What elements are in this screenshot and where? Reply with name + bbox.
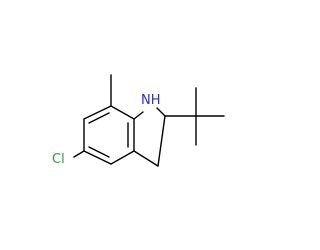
- bond-c7-c7a: [110, 105, 135, 120]
- nitrogen-label: NH: [141, 93, 161, 108]
- bond-c6-c7-inner: [88, 112, 110, 124]
- bond-c6-c7: [83, 105, 112, 120]
- chlorine-label: Cl: [52, 152, 65, 167]
- bond-n1-c2: [156, 107, 166, 117]
- bond-c7a-n1: [133, 111, 144, 120]
- substituents: [73, 74, 225, 158]
- bond-c4-c5: [83, 150, 112, 165]
- pyrrolidine-ring: [133, 107, 166, 167]
- benzene-ring: [83, 105, 135, 165]
- bond-c3-c3a: [133, 150, 159, 167]
- molecule-diagram: NH Cl: [52, 74, 225, 167]
- bond-c5-cl: [73, 150, 85, 158]
- bond-c4-c5-inner: [88, 146, 110, 158]
- bond-c3a-c4: [110, 150, 135, 165]
- bond-c2-c3: [157, 115, 166, 167]
